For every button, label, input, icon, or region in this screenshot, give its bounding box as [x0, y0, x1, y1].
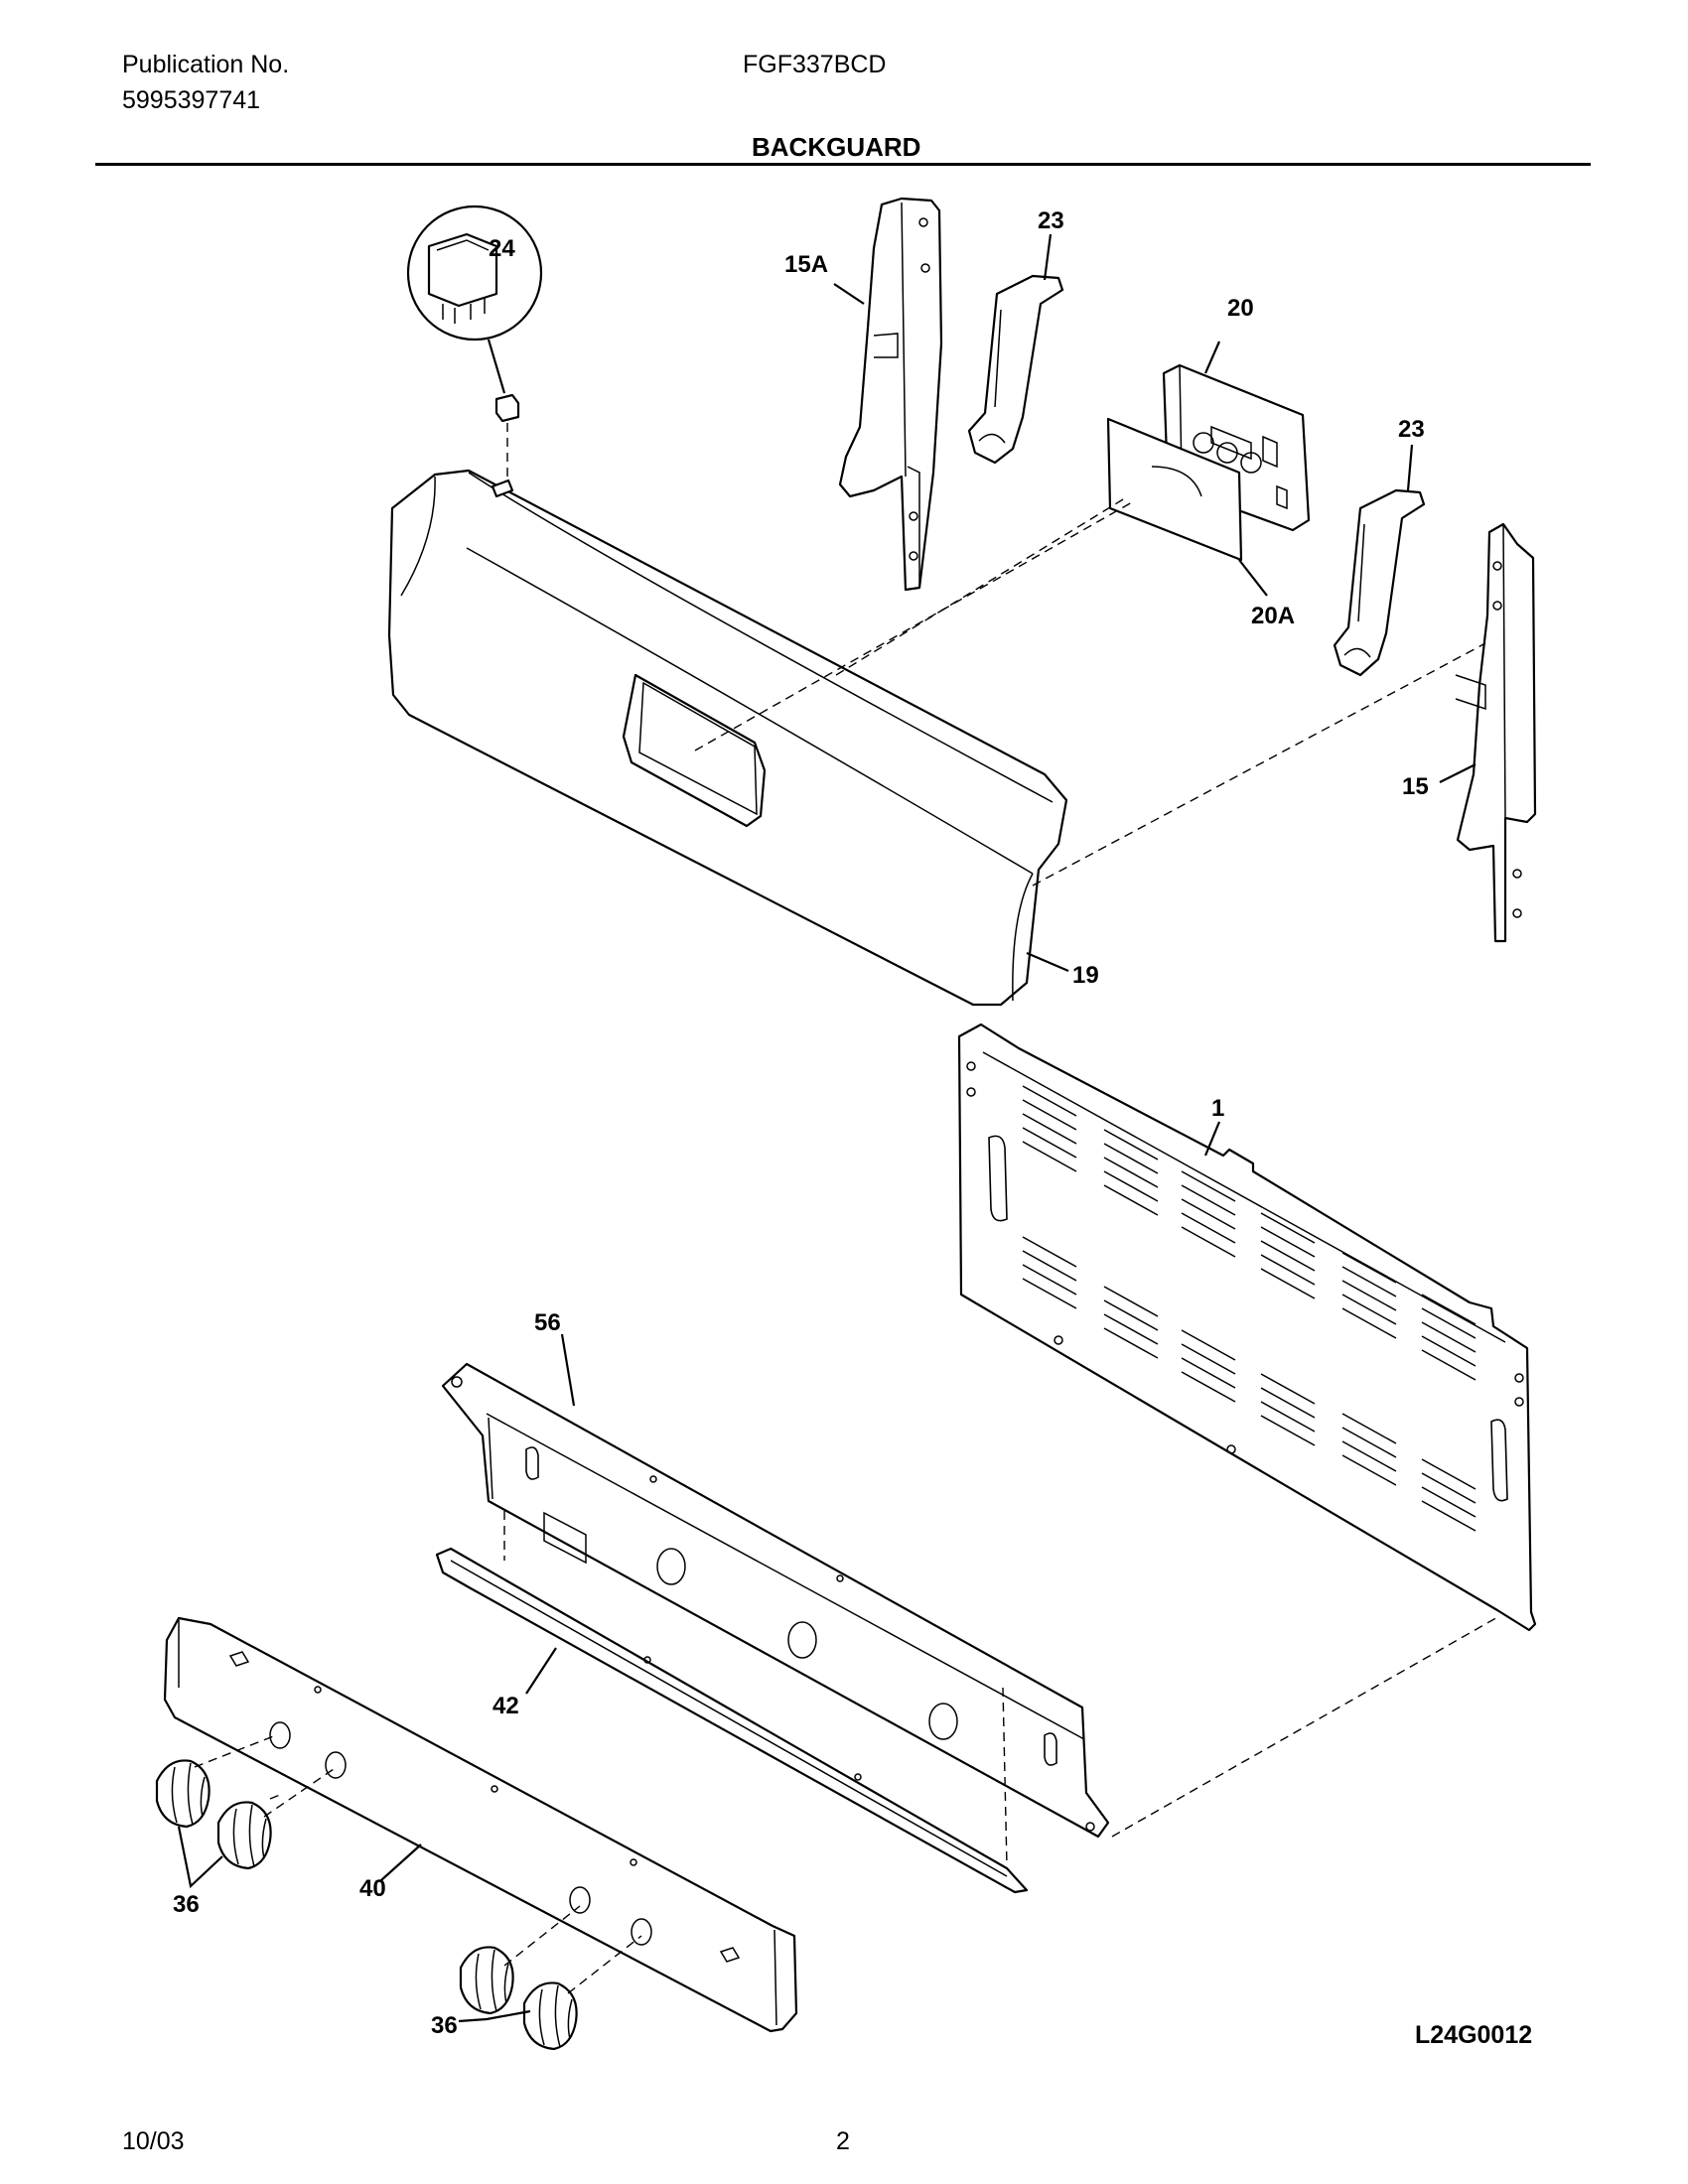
callout-36-upper: 36 [173, 1891, 200, 1918]
louver-column-1 [1022, 1085, 1077, 1309]
callout-1: 1 [1211, 1095, 1224, 1122]
louver-column-4 [1260, 1212, 1316, 1446]
louver-column-6 [1421, 1294, 1477, 1532]
footer-date: 10/03 [122, 2127, 185, 2155]
part-15-end-cap: 15 [1402, 522, 1537, 943]
header-rule [95, 163, 1591, 166]
exploded-parts-diagram: 24 15A 23 20 20A [155, 197, 1537, 2051]
part-36-knob-lower-right [522, 1981, 578, 2051]
drawing-code: L24G0012 [1415, 2021, 1533, 2049]
part-36-knob-upper-left [155, 1759, 211, 1829]
louver-column-3 [1181, 1170, 1236, 1403]
callout-40: 40 [359, 1875, 386, 1902]
publication-number: 5995397741 [122, 86, 261, 114]
part-40-control-panel: 40 [163, 1616, 798, 2033]
callout-23-upper: 23 [1038, 207, 1064, 234]
publication-label: Publication No. [122, 51, 290, 78]
callout-15a: 15A [784, 251, 828, 278]
part-36-knob-lower-left [459, 1946, 514, 2015]
callout-23-lower: 23 [1398, 416, 1425, 443]
callout-20a: 20A [1251, 603, 1295, 629]
part-23-clip-upper: 23 [967, 207, 1064, 465]
part-24-switch: 24 [406, 205, 543, 486]
callout-20: 20 [1227, 295, 1254, 322]
callout-19: 19 [1072, 962, 1099, 989]
part-15a-end-cap: 15A [784, 197, 943, 592]
part-42-trim-strip: 42 [435, 1547, 1029, 1894]
part-19-backguard: 19 [387, 469, 1099, 1007]
louver-column-2 [1103, 1129, 1159, 1359]
callout-36-lower: 36 [431, 2012, 458, 2039]
assembly-lines [194, 495, 1500, 1994]
model-number: FGF337BCD [743, 51, 887, 78]
callout-15: 15 [1402, 773, 1429, 800]
part-36-leaders: 36 36 [173, 1826, 531, 2039]
callout-24: 24 [489, 235, 515, 262]
part-20a-overlay: 20A [1106, 417, 1295, 629]
part-56-mounting-bracket: 56 [441, 1309, 1110, 1839]
part-23-clip-lower: 23 [1333, 416, 1426, 677]
page-number: 2 [836, 2127, 850, 2155]
louver-column-5 [1341, 1252, 1397, 1486]
section-title: BACKGUARD [752, 132, 921, 162]
callout-56: 56 [534, 1309, 561, 1336]
part-1-rear-panel: 1 [957, 1023, 1537, 1632]
part-36-knob-upper-right [216, 1801, 272, 1870]
callout-42: 42 [492, 1693, 519, 1719]
